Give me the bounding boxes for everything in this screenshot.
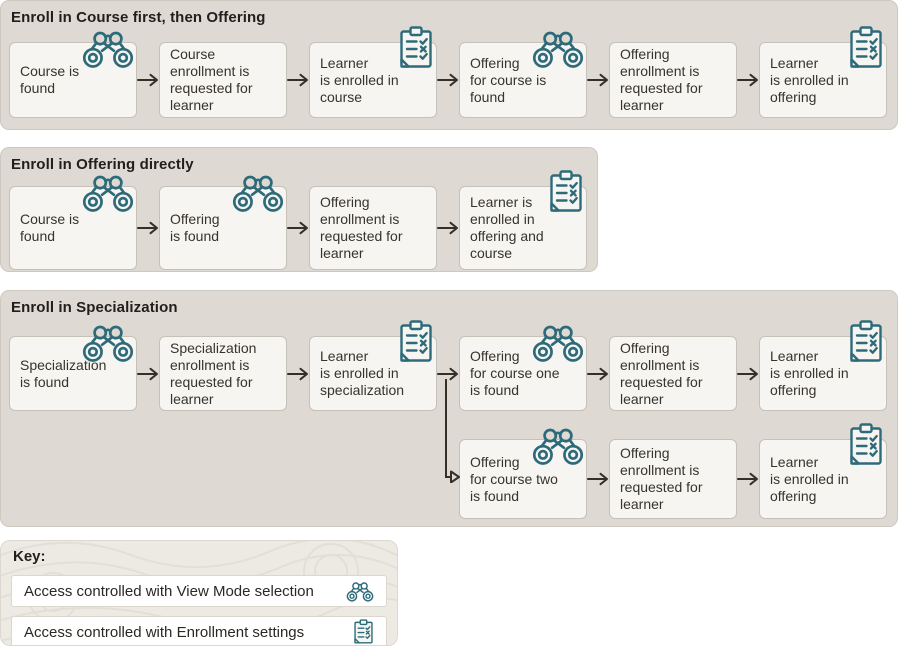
flow-arrow-icon <box>587 42 609 118</box>
branch-connector <box>445 379 460 483</box>
flow-row: Offering for course two is found Offerin… <box>459 423 887 519</box>
flow-step: Learner is enrolled in offering <box>759 320 887 411</box>
binoculars-icon <box>82 323 134 363</box>
flow-step-label: Course enrollment is requested for learn… <box>170 46 253 113</box>
binoculars-icon <box>82 173 134 213</box>
flow-step-label: Offering for course one is found <box>470 348 560 398</box>
flow-arrow-icon <box>137 42 159 118</box>
flow-arrow-icon <box>287 186 309 270</box>
flow-step-label: Offering is found <box>170 211 220 244</box>
flow-step: Offering for course two is found <box>459 428 587 519</box>
flow-arrow-icon <box>437 186 459 270</box>
flow-step-label: Learner is enrolled in offering and cour… <box>470 194 544 261</box>
flow-arrow-icon <box>587 439 609 519</box>
clipboard-icon <box>848 26 884 70</box>
flow-step-label: Course is found <box>20 211 80 244</box>
section-enroll-specialization: Enroll in Specialization Specialization … <box>0 290 898 527</box>
clipboard-icon <box>848 320 884 364</box>
clipboard-icon <box>548 170 584 214</box>
flow-step-label: Learner is enrolled in offering <box>770 453 849 504</box>
section-title: Enroll in Course first, then Offering <box>11 9 266 26</box>
flow-step: Course enrollment is requested for learn… <box>159 42 287 118</box>
flow-row: Specialization is found Specialization e… <box>9 320 887 411</box>
binoculars-icon <box>532 323 584 363</box>
clipboard-icon <box>398 320 434 364</box>
flow-arrow-icon <box>737 336 759 411</box>
flow-step-label: Specialization enrollment is requested f… <box>170 339 257 407</box>
flow-step: Learner is enrolled in specialization <box>309 320 437 411</box>
flow-step: Offering enrollment is requested for lea… <box>309 186 437 270</box>
key-legend: Key: Access controlled with View Mode se… <box>0 540 398 646</box>
flow-arrow-icon <box>137 336 159 411</box>
clipboard-icon <box>353 619 374 645</box>
flow-step-label: Specialization is found <box>20 356 107 390</box>
key-item-label: Access controlled with View Mode selecti… <box>24 582 314 600</box>
flow-arrow-icon <box>737 42 759 118</box>
flow-step-label: Offering for course is found <box>470 54 547 105</box>
flow-step: Course is found <box>9 31 137 118</box>
key-item: Access controlled with View Mode selecti… <box>11 575 387 607</box>
flow-step-label: Learner is enrolled in specialization <box>320 348 405 398</box>
key-title: Key: <box>13 548 46 565</box>
flow-arrow-icon <box>137 186 159 270</box>
flow-step-label: Course is found <box>20 63 80 96</box>
flow-step: Specialization is found <box>9 325 137 411</box>
flow-arrow-icon <box>287 336 309 411</box>
flow-step-label: Offering enrollment is requested for lea… <box>620 339 703 407</box>
flow-step: Offering enrollment is requested for lea… <box>609 336 737 411</box>
flow-step-label: Offering enrollment is requested for lea… <box>620 46 703 113</box>
flow-step-label: Offering enrollment is requested for lea… <box>320 194 403 261</box>
flow-arrow-icon <box>737 439 759 519</box>
flow-arrow-icon <box>587 336 609 411</box>
flow-step: Offering enrollment is requested for lea… <box>609 42 737 118</box>
flow-step: Offering is found <box>159 175 287 270</box>
key-item: Access controlled with Enrollment settin… <box>11 616 387 645</box>
binoculars-icon <box>346 581 374 602</box>
flow-step-label: Learner is enrolled in offering <box>770 54 849 105</box>
section-title: Enroll in Offering directly <box>11 156 194 173</box>
flow-step: Offering for course is found <box>459 31 587 118</box>
flow-row: Course is found Course enrollment is req… <box>9 26 887 118</box>
flow-step: Course is found <box>9 175 137 270</box>
flow-step-label: Offering for course two is found <box>470 453 558 504</box>
flow-step: Learner is enrolled in course <box>309 26 437 118</box>
flow-step-label: Learner is enrolled in course <box>320 54 399 105</box>
section-title: Enroll in Specialization <box>11 299 178 316</box>
section-enroll-course-first: Enroll in Course first, then Offering Co… <box>0 0 898 130</box>
flow-arrow-icon <box>287 42 309 118</box>
binoculars-icon <box>532 426 584 466</box>
clipboard-icon <box>848 423 884 467</box>
flow-arrow-icon <box>437 42 459 118</box>
flow-step: Learner is enrolled in offering <box>759 26 887 118</box>
flow-step: Learner is enrolled in offering <box>759 423 887 519</box>
section-enroll-offering-directly: Enroll in Offering directly Course is fo… <box>0 147 598 272</box>
flow-step-label: Learner is enrolled in offering <box>770 348 849 398</box>
binoculars-icon <box>232 173 284 213</box>
flow-arrow-icon <box>437 336 459 411</box>
key-item-label: Access controlled with Enrollment settin… <box>24 623 305 641</box>
key-rows: Access controlled with View Mode selecti… <box>1 575 397 645</box>
clipboard-icon <box>398 26 434 70</box>
flow-step: Specialization enrollment is requested f… <box>159 336 287 411</box>
flow-row: Course is found Offering is found Offeri… <box>9 170 587 270</box>
flow-step: Offering enrollment is requested for lea… <box>609 439 737 519</box>
flow-step: Learner is enrolled in offering and cour… <box>459 170 587 270</box>
flow-step-label: Offering enrollment is requested for lea… <box>620 445 703 512</box>
flow-step: Offering for course one is found <box>459 325 587 411</box>
binoculars-icon <box>532 29 584 69</box>
binoculars-icon <box>82 29 134 69</box>
